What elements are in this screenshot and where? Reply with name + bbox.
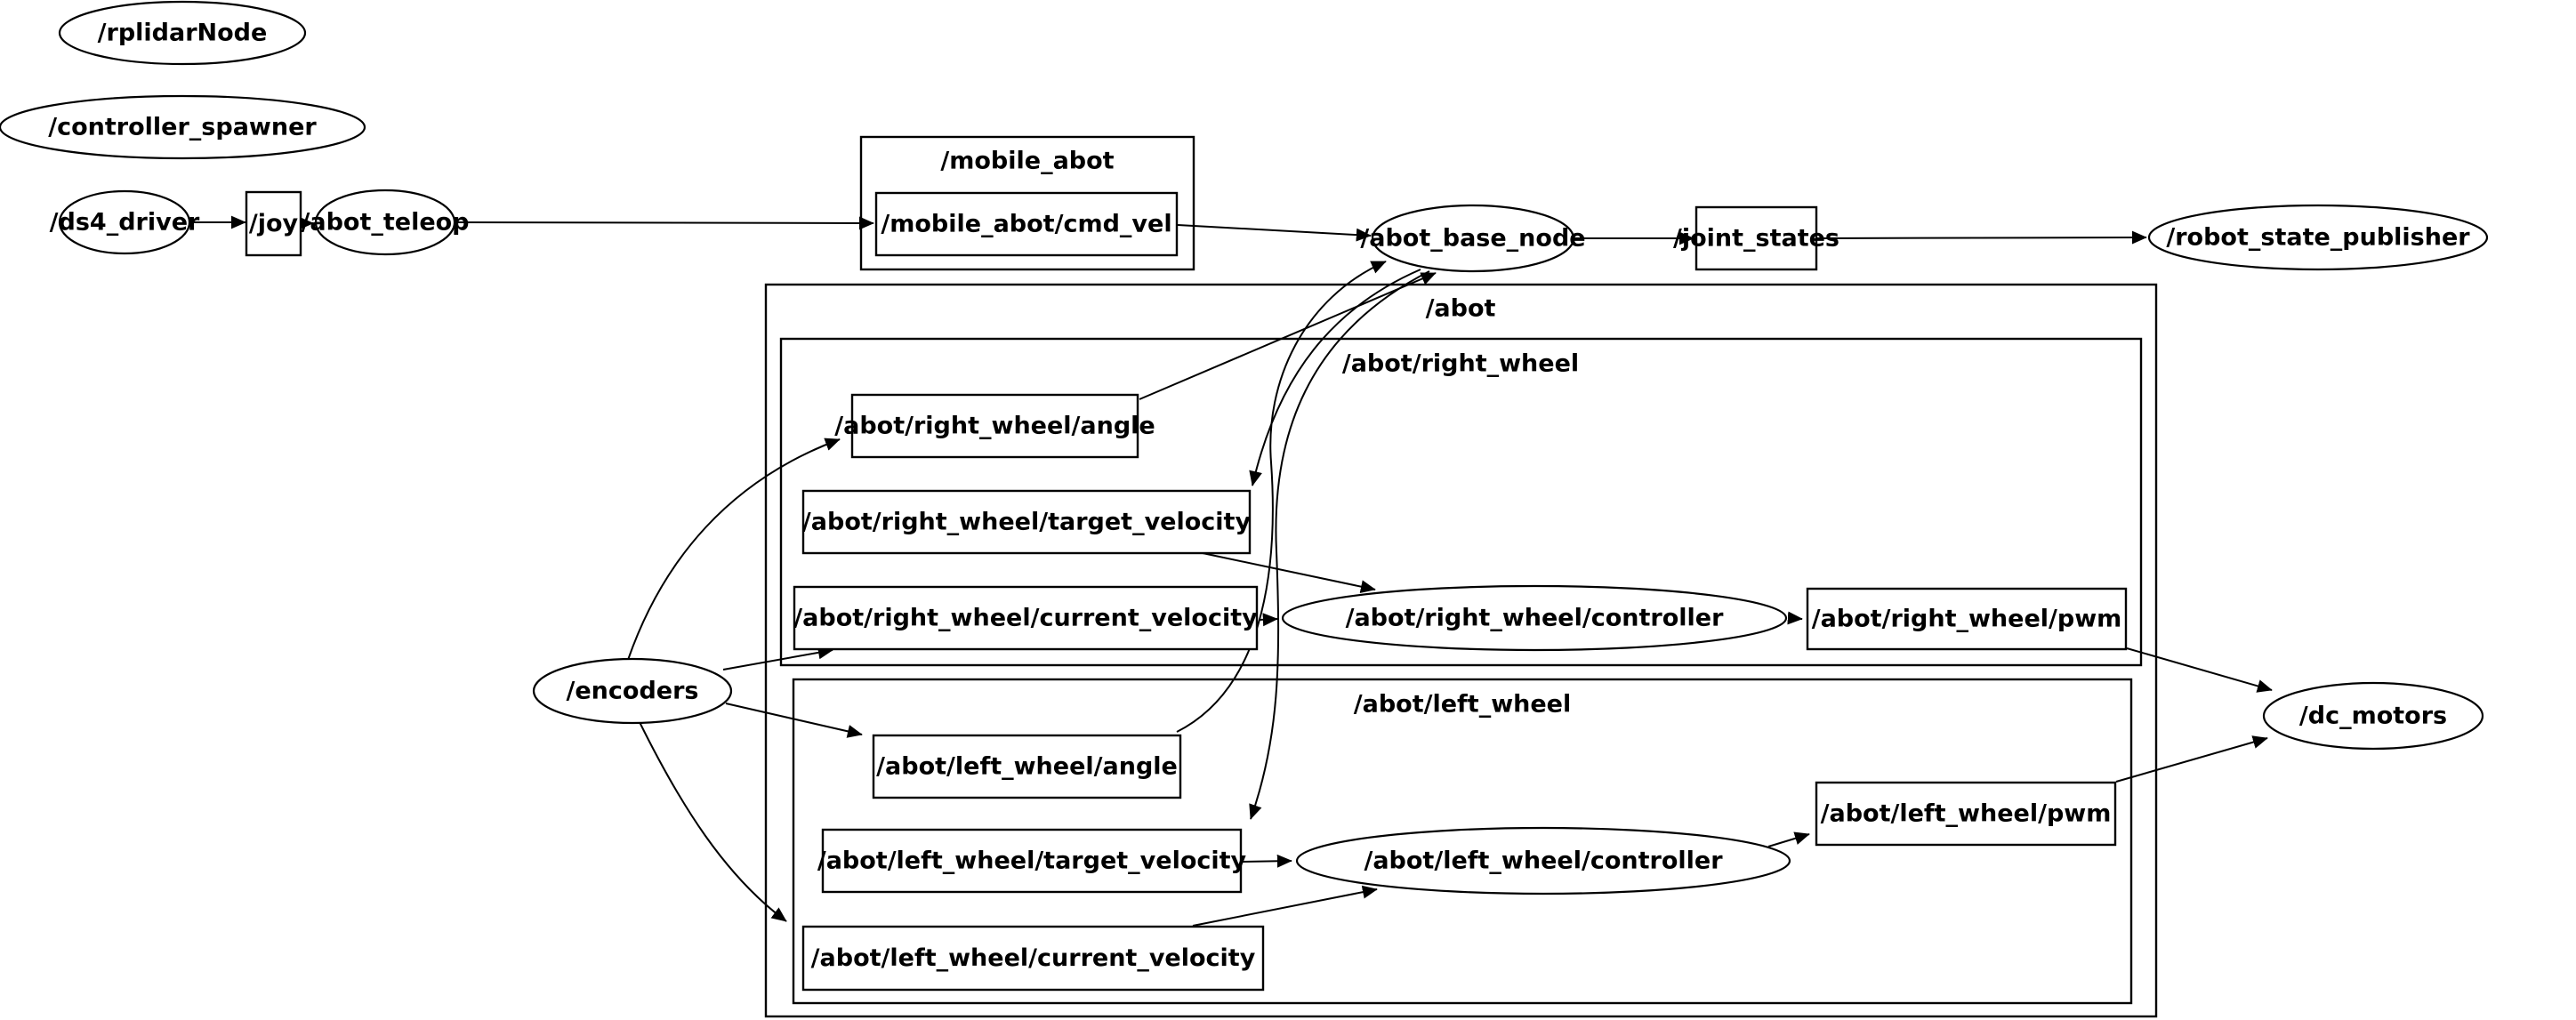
edge-right-wheel-target-velocity-to-right-wheel-controller: [1202, 552, 1376, 593]
node-dc-motors: [2262, 681, 2484, 751]
cluster-mobile-abot-label: /mobile_abot: [940, 148, 1114, 175]
node-robot-state-publisher-label: /robot_state_publisher: [2166, 224, 2470, 252]
edge-encoders-to-left-wheel-current-velocity: [639, 721, 787, 922]
topic-left-wheel-angle: [872, 734, 1182, 799]
topic-joint-states-label: /joint_states: [1673, 225, 1839, 253]
topic-mobile-abot-cmd-vel: [874, 191, 1179, 257]
cluster-abot-right-wheel: [779, 337, 2143, 667]
node-dc-motors-label: /dc_motors: [2299, 703, 2447, 730]
cluster-abot-label: /abot: [1426, 295, 1496, 323]
node-right-wheel-controller-label: /abot/right_wheel/controller: [1346, 605, 1725, 632]
topic-right-wheel-angle: [850, 393, 1139, 459]
topic-mobile-abot-cmd-vel-label: /mobile_abot/cmd_vel: [881, 211, 1171, 238]
topic-right-wheel-pwm-label: /abot/right_wheel/pwm: [1812, 606, 2122, 633]
topic-right-wheel-current-velocity-label: /abot/right_wheel/current_velocity: [793, 605, 1258, 632]
topic-right-wheel-angle-label: /abot/right_wheel/angle: [834, 413, 1155, 440]
topic-left-wheel-target-velocity: [821, 828, 1243, 894]
edge-left-wheel-pwm-to-dc-motors: [2115, 735, 2268, 783]
topic-joy: [245, 190, 302, 257]
node-right-wheel-controller: [1281, 584, 1788, 652]
edge-encoders-to-right-wheel-angle: [627, 438, 841, 661]
cluster-abot: [764, 283, 2158, 1018]
node-controller-spawner-label: /controller_spawner: [48, 114, 317, 141]
node-abot-base-node: [1371, 204, 1575, 273]
edge-mobile-abot-cmd-vel-to-abot-base-node: [1177, 224, 1372, 242]
edge-abot-base-node-to-right-wheel-target-velocity: [1249, 269, 1421, 486]
node-robot-state-publisher: [2147, 204, 2489, 271]
node-rplidarNode-label: /rplidarNode: [98, 20, 268, 47]
edge-right-wheel-current-velocity-to-right-wheel-controller: [1258, 613, 1278, 627]
topic-left-wheel-angle-label: /abot/left_wheel/angle: [876, 753, 1178, 781]
topic-joint-states: [1695, 205, 1818, 271]
edge-left-wheel-current-velocity-to-left-wheel-controller: [1192, 885, 1378, 927]
topic-right-wheel-target-velocity: [801, 489, 1252, 555]
edge-right-wheel-controller-to-right-wheel-pwm: [1787, 611, 1803, 625]
topic-joy-label: /joy: [249, 210, 299, 237]
node-left-wheel-controller-label: /abot/left_wheel/controller: [1364, 847, 1723, 875]
node-encoders-label: /encoders: [567, 678, 699, 705]
topic-right-wheel-target-velocity-label: /abot/right_wheel/target_velocity: [802, 509, 1252, 536]
edge-joint-states-to-robot-state-publisher: [1816, 230, 2147, 245]
node-abot-teleop: [314, 189, 456, 256]
edge-left-wheel-target-velocity-to-left-wheel-controller: [1242, 854, 1292, 868]
topic-left-wheel-target-velocity-label: /abot/left_wheel/target_velocity: [817, 847, 1247, 875]
node-encoders: [532, 657, 733, 725]
node-abot-teleop-label: /abot_teleop: [301, 209, 469, 237]
edge-abot-teleop-to-mobile-abot-cmd-vel: [455, 216, 874, 230]
edge-right-wheel-angle-to-abot-base-node: [1139, 272, 1437, 400]
cluster-abot-right-wheel-label: /abot/right_wheel: [1342, 350, 1579, 378]
edge-encoders-to-right-wheel-current-velocity: [722, 646, 833, 671]
topic-left-wheel-current-velocity-label: /abot/left_wheel/current_velocity: [811, 944, 1256, 972]
edge-abot-base-node-to-left-wheel-target-velocity: [1249, 270, 1430, 820]
topic-left-wheel-current-velocity: [801, 925, 1265, 992]
topic-left-wheel-pwm-label: /abot/left_wheel/pwm: [1821, 800, 2112, 828]
edge-left-wheel-angle-to-abot-base-node: [1176, 261, 1387, 733]
node-abot-base-node-label: /abot_base_node: [1360, 225, 1585, 253]
cluster-mobile-abot: [859, 135, 1195, 271]
node-ds4-driver: [58, 189, 191, 255]
node-ds4-driver-label: /ds4_driver: [50, 209, 200, 237]
cluster-abot-left-wheel: [792, 678, 2133, 1005]
edge-right-wheel-pwm-to-dc-motors: [2126, 647, 2273, 693]
node-controller-spawner: [0, 94, 366, 160]
node-left-wheel-controller: [1295, 826, 1791, 896]
topic-right-wheel-pwm: [1806, 587, 2128, 651]
topic-right-wheel-current-velocity: [793, 585, 1259, 651]
edge-encoders-to-left-wheel-angle: [725, 703, 863, 738]
cluster-abot-left-wheel-label: /abot/left_wheel: [1354, 691, 1572, 719]
node-rplidarNode: [58, 0, 307, 66]
edge-left-wheel-controller-to-left-wheel-pwm: [1767, 831, 1810, 847]
topic-left-wheel-pwm: [1815, 781, 2117, 847]
